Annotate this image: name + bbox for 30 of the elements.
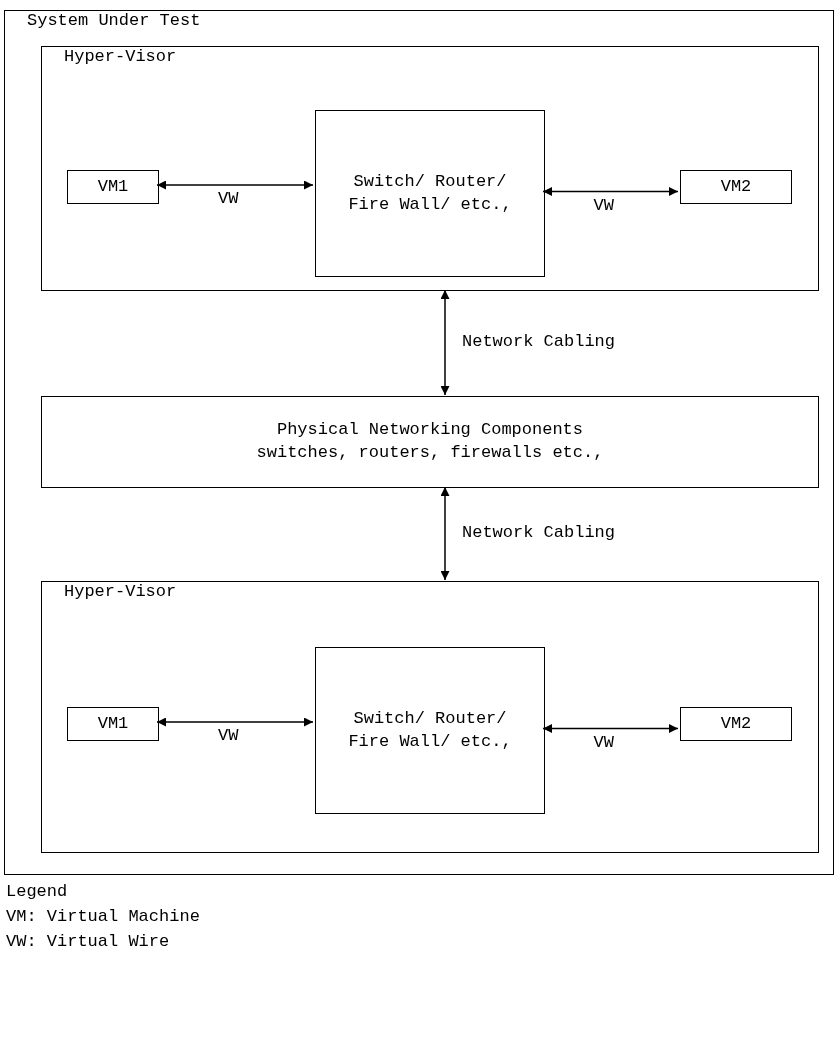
hypervisor-box xyxy=(41,581,819,853)
system-box xyxy=(4,10,834,875)
node-label: Switch/ Router/ Fire Wall/ etc., xyxy=(347,170,513,216)
node-label: Hyper-Visor xyxy=(64,582,177,601)
node-label: System Under Test xyxy=(27,11,201,30)
node-label: VM2 xyxy=(720,712,752,735)
legend-entry: VW: Virtual Wire xyxy=(6,932,170,951)
process-box xyxy=(680,707,792,741)
node-label: Physical Networking Components xyxy=(276,419,584,442)
arrow xyxy=(542,187,679,196)
process-box xyxy=(67,170,159,204)
arrow xyxy=(440,289,450,396)
process-box xyxy=(67,707,159,741)
node-label: VM1 xyxy=(97,175,129,198)
legend-entry: VM: Virtual Machine xyxy=(6,907,200,926)
node-label: VM1 xyxy=(97,712,129,735)
process-box xyxy=(315,647,545,814)
process-box xyxy=(315,110,545,277)
hypervisor-box xyxy=(41,46,819,291)
arrow xyxy=(440,486,450,581)
legend-title: Legend xyxy=(6,882,68,901)
arrow xyxy=(156,180,314,190)
node-label: VM2 xyxy=(720,175,752,198)
arrow xyxy=(156,717,314,727)
node-label: switches, routers, firewalls etc., xyxy=(256,442,604,464)
component-box xyxy=(41,396,819,488)
arrow xyxy=(542,724,679,733)
node-label: Switch/ Router/ Fire Wall/ etc., xyxy=(347,707,513,753)
process-box xyxy=(680,170,792,204)
node-label: Hyper-Visor xyxy=(64,47,177,66)
